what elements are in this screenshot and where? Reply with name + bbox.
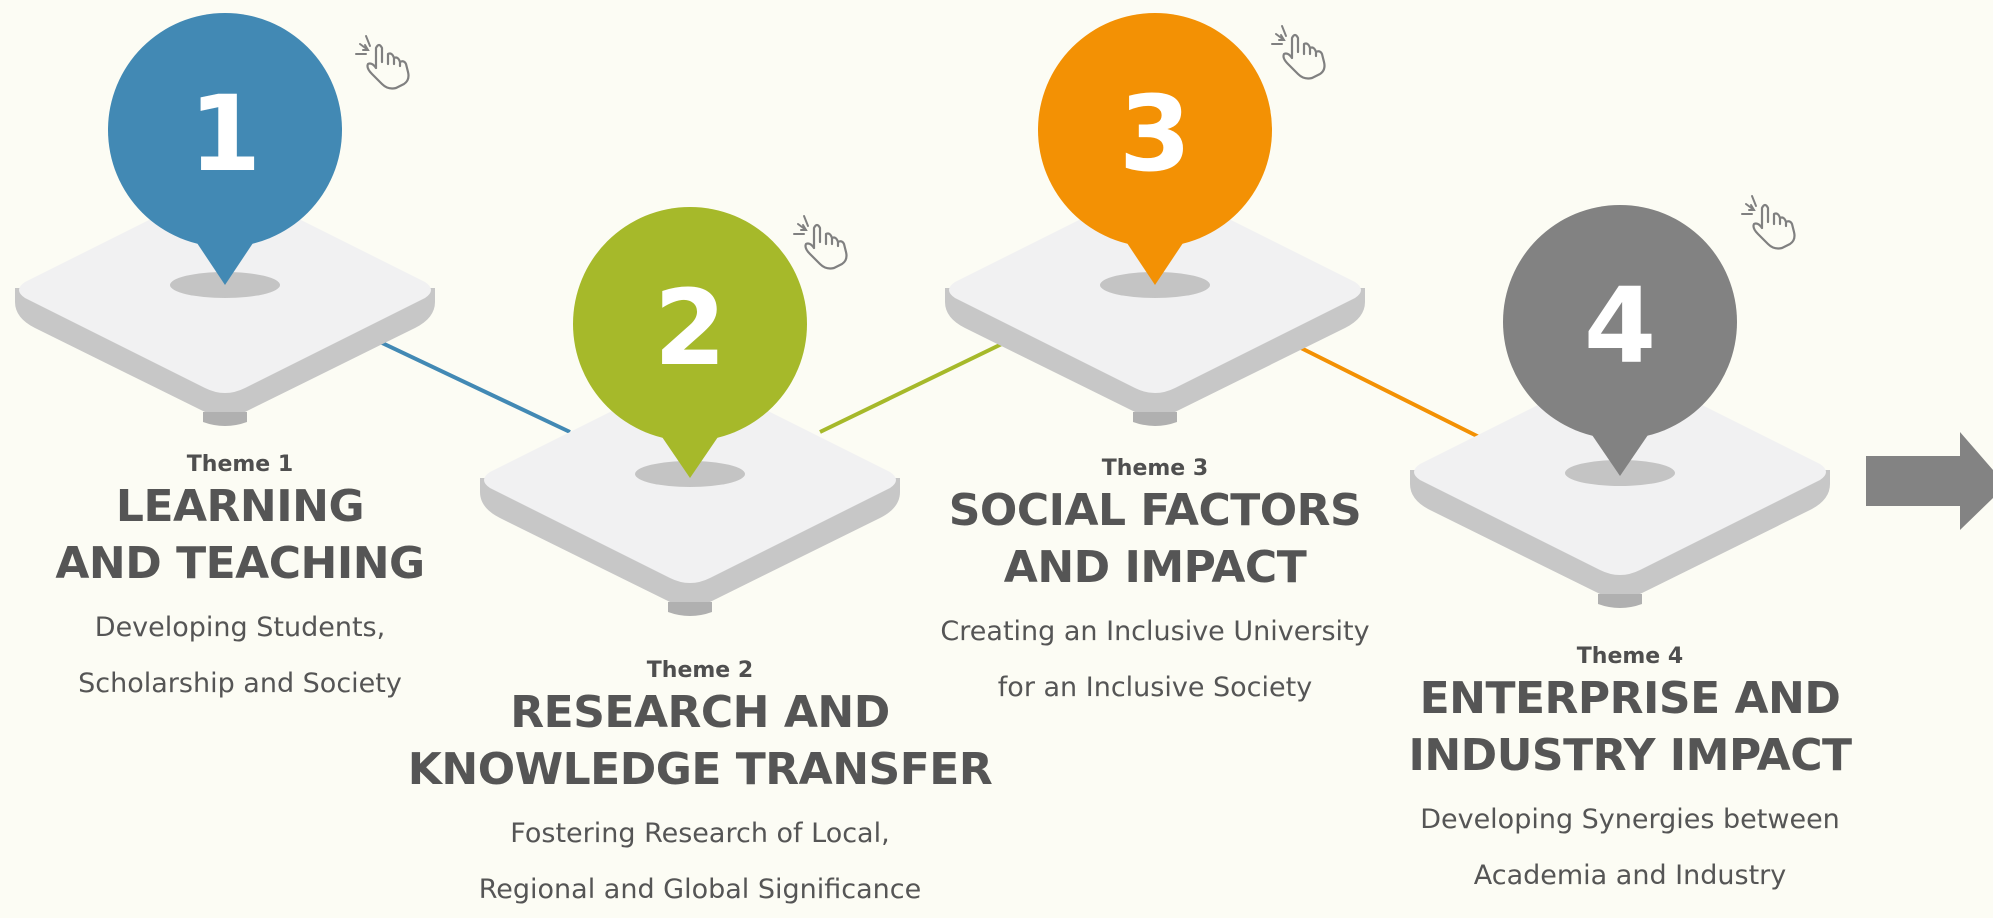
pin-number-3: 3 — [1119, 73, 1191, 195]
pin-marker-3: 3 — [1038, 13, 1272, 285]
connector-line-3-4 — [1294, 343, 1486, 442]
pin-number-1: 1 — [189, 73, 261, 195]
tap-hand-icon — [354, 34, 410, 90]
theme-description-line: for an Inclusive Society — [997, 672, 1313, 703]
theme-label: Theme 4 — [1576, 644, 1684, 669]
right-arrow-icon — [1866, 432, 1993, 530]
theme-label: Theme 2 — [646, 658, 754, 683]
theme-title-line: SOCIAL FACTORS — [948, 485, 1362, 536]
theme-2-block: Theme 2 RESEARCH AND KNOWLEDGE TRANSFER … — [400, 658, 1000, 918]
theme-description-line: Fostering Research of Local, — [510, 818, 890, 849]
connector-line-1-2 — [379, 340, 571, 434]
theme-1-block: Theme 1 LEARNING AND TEACHING Developing… — [40, 452, 440, 712]
pin-marker-4: 4 — [1503, 205, 1737, 476]
theme-label: Theme 3 — [1101, 456, 1209, 481]
theme-description-line: Developing Students, — [94, 612, 386, 643]
theme-title-line: INDUSTRY IMPACT — [1408, 730, 1852, 781]
theme-3-block: Theme 3 SOCIAL FACTORS AND IMPACT Creati… — [905, 456, 1405, 716]
theme-title: ENTERPRISE AND INDUSTRY IMPACT — [1380, 670, 1880, 784]
tap-hand-icon — [1740, 194, 1796, 250]
theme-description: Fostering Research of Local, Regional an… — [400, 806, 1000, 918]
theme-description: Developing Synergies between Academia an… — [1380, 792, 1880, 904]
theme-title-line: AND IMPACT — [1003, 542, 1307, 593]
theme-title: LEARNING AND TEACHING — [40, 478, 440, 592]
theme-title-line: LEARNING — [115, 481, 365, 532]
theme-description: Creating an Inclusive University for an … — [905, 604, 1405, 716]
pin-marker-2: 2 — [573, 207, 807, 478]
theme-description: Developing Students, Scholarship and Soc… — [40, 600, 440, 712]
theme-description-line: Developing Synergies between — [1420, 804, 1840, 835]
theme-description-line: Academia and Industry — [1473, 860, 1787, 891]
theme-title-line: RESEARCH AND — [510, 687, 890, 738]
theme-description-line: Scholarship and Society — [78, 668, 402, 699]
pin-number-4: 4 — [1584, 265, 1656, 387]
pin-number-2: 2 — [654, 267, 726, 389]
tap-hand-icon — [792, 214, 848, 270]
tap-hand-icon — [1270, 24, 1326, 80]
connector-line-2-3 — [819, 338, 1011, 434]
theme-title: SOCIAL FACTORS AND IMPACT — [905, 482, 1405, 596]
theme-title-line: KNOWLEDGE TRANSFER — [407, 744, 993, 795]
theme-description-line: Regional and Global Significance — [478, 874, 922, 905]
theme-title-line: ENTERPRISE AND — [1419, 673, 1841, 724]
theme-description-line: Creating an Inclusive University — [940, 616, 1370, 647]
theme-title: RESEARCH AND KNOWLEDGE TRANSFER — [400, 684, 1000, 798]
theme-title-line: AND TEACHING — [55, 538, 425, 589]
theme-label: Theme 1 — [186, 452, 294, 477]
theme-4-block: Theme 4 ENTERPRISE AND INDUSTRY IMPACT D… — [1380, 644, 1880, 904]
pin-marker-1: 1 — [108, 13, 342, 285]
